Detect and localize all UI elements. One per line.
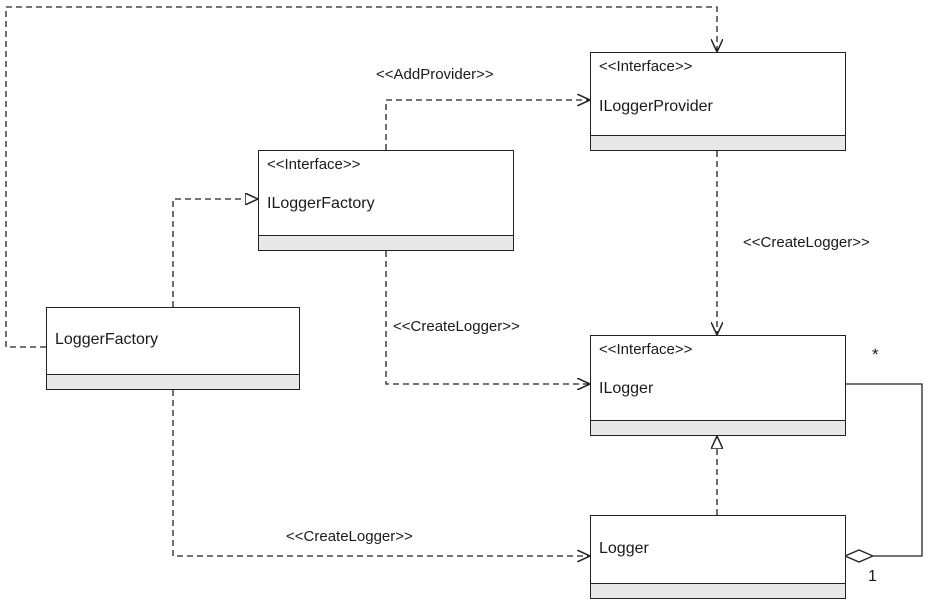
dependency-loggerfactory-create-logger: [172, 390, 590, 556]
class-name: ILogger: [599, 380, 654, 397]
class-compartment: [591, 420, 845, 435]
stereotype-label: <<Interface>>: [599, 341, 693, 358]
class-compartment: [591, 135, 845, 150]
class-compartment: [259, 235, 513, 250]
dependency-loggerfactory-iloggerprovider: [5, 6, 717, 348]
dependency-factory-create-logger: [385, 251, 590, 384]
class-name: ILoggerFactory: [267, 195, 375, 212]
realization-loggerfactory-iloggerfactory: [172, 199, 258, 307]
stereotype-label: <<Interface>>: [267, 156, 361, 173]
label-add-provider: <<AddProvider>>: [376, 66, 494, 83]
label-factory-create-logger: <<CreateLogger>>: [393, 318, 520, 335]
class-logger[interactable]: Logger: [590, 515, 846, 599]
class-name: ILoggerProvider: [599, 98, 713, 115]
dependency-add-provider: [385, 100, 590, 150]
multiplicity-one: 1: [868, 568, 877, 585]
class-ilogger[interactable]: <<Interface>> ILogger: [590, 335, 846, 436]
class-iloggerfactory[interactable]: <<Interface>> ILoggerFactory: [258, 150, 514, 251]
class-name: LoggerFactory: [55, 331, 159, 348]
label-loggerfactory-create-logger: <<CreateLogger>>: [286, 528, 413, 545]
aggregation-line: [845, 383, 923, 557]
stereotype-label: <<Interface>>: [599, 58, 693, 75]
class-name: Logger: [599, 540, 649, 557]
label-provider-create-logger: <<CreateLogger>>: [743, 234, 870, 251]
class-loggerfactory[interactable]: LoggerFactory: [46, 307, 300, 390]
class-compartment: [47, 374, 299, 389]
multiplicity-many: *: [872, 345, 879, 364]
aggregation-diamond: [843, 549, 875, 563]
class-compartment: [591, 583, 845, 598]
class-iloggerprovider[interactable]: <<Interface>> ILoggerProvider: [590, 52, 846, 151]
